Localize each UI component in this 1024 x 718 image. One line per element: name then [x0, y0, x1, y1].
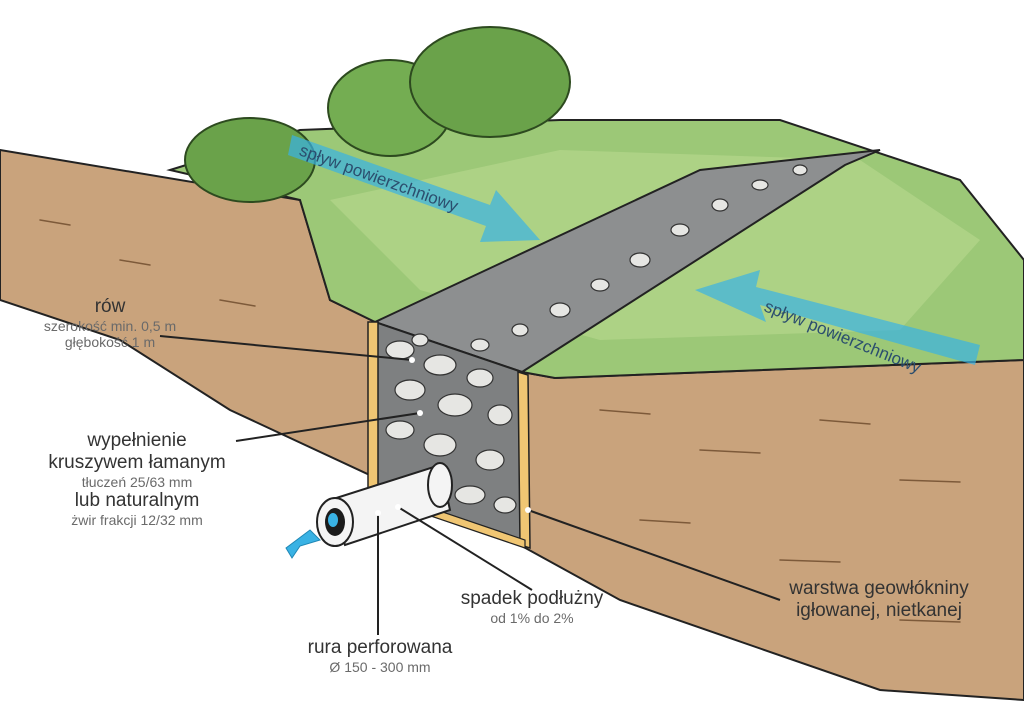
surface-runoff-arrow-1 [288, 135, 540, 242]
leader-lines [159, 335, 781, 635]
arrow-down-left-icon [285, 529, 321, 559]
trench-title: rów [94, 296, 126, 317]
geotextile-right [517, 370, 531, 550]
trench-width: szerokość min. 0,5 m [43, 317, 177, 334]
trench-depth: głębokość 1 m [64, 333, 156, 350]
bushes [184, 26, 571, 203]
leader-dots [375, 357, 531, 516]
geotextile-line2: igłowanej, nietkanej [796, 599, 962, 621]
fill-line1: wypełnienie [87, 430, 187, 451]
fill-label: wypełnienie kruszywem łamanym tłuczeń 25… [32, 430, 242, 528]
pipe-title: rura perforowana [307, 637, 453, 658]
fill-line4: lub naturalnym [74, 489, 200, 511]
geotextile-label: warstwa geowłókniny igłowanej, nietkanej [764, 578, 994, 622]
slope-sub: od 1% do 2% [490, 609, 574, 626]
surface-runoff-arrow-2 [695, 270, 980, 365]
pipe-label: rura perforowana Ø 150 - 300 mm [290, 637, 470, 675]
trench-label: rów szerokość min. 0,5 m głębokość 1 m [20, 296, 200, 350]
stones [385, 164, 808, 514]
fill-line2: kruszywem łamanym [48, 451, 226, 473]
fill-line3: tłuczeń 25/63 mm [81, 473, 193, 490]
slope-label: spadek podłużny od 1% do 2% [442, 588, 622, 626]
slope-title: spadek podłużny [460, 588, 604, 609]
perforated-pipe [316, 462, 453, 547]
geotextile-line1: warstwa geowłókniny [789, 578, 969, 599]
fill-line5: żwir frakcji 12/32 mm [71, 511, 203, 528]
geotextile-left [367, 321, 379, 497]
pipe-sub: Ø 150 - 300 mm [329, 658, 431, 675]
soil-texture [39, 219, 961, 623]
